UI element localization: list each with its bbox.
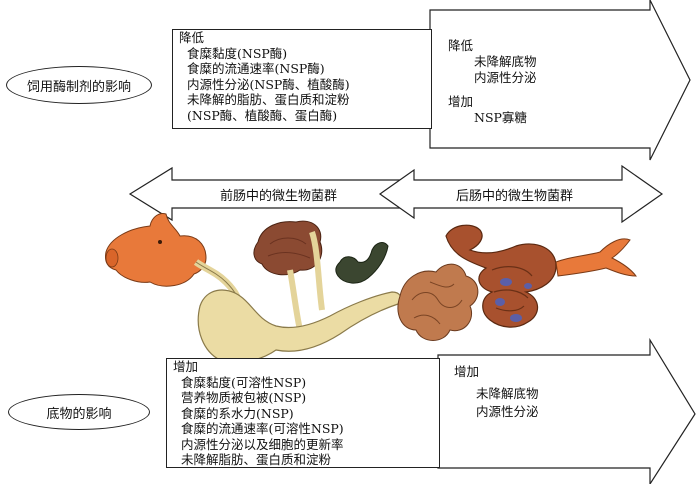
- enzyme-box-line: (NSP酶、植酸酶、蛋白酶): [187, 107, 338, 123]
- substrate-box-line: 食糜的流通速率(可溶性NSP): [181, 421, 344, 436]
- substrate-arrow-increase-item: 内源性分泌: [476, 404, 539, 419]
- substrate-effect-label: 底物的影响: [8, 394, 150, 430]
- foregut-flora-label: 前肠中的微生物菌群: [218, 185, 340, 204]
- enzyme-arrow-decrease-heading: 降低: [448, 38, 474, 53]
- substrate-effect-label-text: 底物的影响: [46, 406, 112, 422]
- enzyme-arrow-decrease-item: 未降解底物: [474, 54, 537, 69]
- enzyme-effect-label: 饲用酶制剂的影响: [6, 66, 152, 104]
- enzyme-arrow-increase-heading: 增加: [448, 94, 474, 109]
- small-intestine-icon: [397, 263, 479, 341]
- stomach-icon: [197, 289, 402, 363]
- substrate-box-line: 营养物质被包被(NSP): [181, 390, 307, 405]
- pancreas-icon: [335, 242, 389, 284]
- pig-head-icon: [105, 213, 207, 287]
- substrate-box-line: 内源性分泌以及细胞的更新率: [181, 436, 344, 452]
- rectum-icon: [555, 238, 638, 277]
- enzyme-effect-arrow: [429, 0, 691, 161]
- substrate-effect-box: 增加 食糜黏度(可溶性NSP) 营养物质被包被(NSP) 食糜的系水力(NSP)…: [166, 358, 440, 468]
- liver-icon: [253, 220, 323, 276]
- enzyme-effect-box: 降低 食糜黏度(NSP酶) 食糜的流通速率(NSP酶) 内源性分泌(NSP酶、植…: [172, 29, 432, 129]
- substrate-box-heading: 增加: [173, 359, 199, 374]
- substrate-box-line: 食糜的系水力(NSP): [181, 405, 294, 421]
- enzyme-arrow-increase-item: NSP寡糖: [474, 110, 527, 125]
- substrate-arrow-increase-item: 未降解底物: [476, 386, 539, 401]
- substrate-box-line: 食糜黏度(可溶性NSP): [181, 374, 307, 390]
- enzyme-effect-label-text: 饲用酶制剂的影响: [26, 79, 131, 95]
- bile-duct: [287, 269, 303, 331]
- enzyme-box-line: 内源性分泌(NSP酶、植酸酶): [187, 76, 350, 92]
- substrate-effect-arrow: [437, 337, 696, 484]
- substrate-arrow-increase-heading: 增加: [454, 364, 480, 379]
- substrate-box-line: 未降解脂肪、蛋白质和淀粉: [181, 452, 332, 467]
- enzyme-box-line: 未降解的脂肪、蛋白质和淀粉: [187, 92, 350, 107]
- hindgut-flora-label: 后肠中的微生物菌群: [454, 185, 576, 204]
- enzyme-box-heading: 降低: [179, 30, 205, 45]
- enzyme-box-line: 食糜黏度(NSP酶): [187, 45, 288, 61]
- enzyme-arrow-decrease-item: 内源性分泌: [474, 70, 537, 85]
- colon-icon: [445, 224, 557, 328]
- pancreatic-duct: [309, 231, 325, 311]
- enzyme-box-line: 食糜的流通速率(NSP酶): [187, 61, 325, 76]
